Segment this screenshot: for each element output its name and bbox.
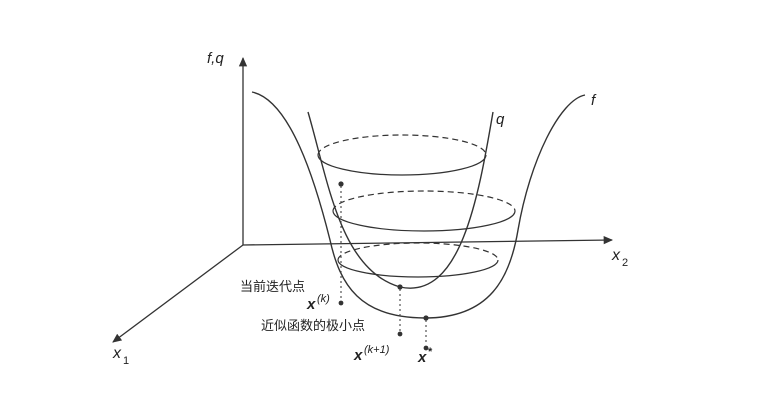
svg-text:x: x [611, 247, 621, 264]
x1-axis [112, 244, 244, 343]
axes [112, 56, 614, 343]
svg-text:(k+1): (k+1) [364, 344, 390, 356]
xk1-label: x (k+1) [353, 344, 390, 364]
xstar-point [423, 345, 429, 351]
xk-point [338, 300, 344, 306]
q-curve-label: q [496, 111, 505, 128]
x1-axis-label: x 1 [112, 345, 129, 367]
xstar-label: x * [417, 346, 433, 366]
xk-label: x (k) [306, 293, 330, 313]
current-iterate-point [338, 181, 344, 187]
projection-lines [340, 186, 427, 345]
contour-ellipses [317, 134, 516, 278]
x2-axis-label: x 2 [611, 247, 628, 269]
x2-axis [242, 235, 614, 246]
svg-text:x: x [417, 349, 427, 366]
ellipse-top-back [317, 134, 487, 156]
ellipse-low-back [337, 242, 499, 261]
f-curve-label: f [591, 92, 597, 109]
points [338, 181, 429, 321]
approx-min-label: 近似函数的极小点 [261, 318, 365, 333]
ellipse-mid-front [332, 210, 516, 232]
ellipse-low-front [337, 259, 499, 278]
svg-text:x: x [112, 345, 122, 362]
svg-text:*: * [428, 346, 433, 358]
f-minimum-point [423, 315, 429, 321]
ellipse-top-front [317, 154, 487, 176]
fq-axis-label: f,q [207, 50, 224, 67]
svg-text:x: x [306, 296, 316, 313]
q-minimum-point [397, 284, 403, 290]
svg-text:x: x [353, 347, 363, 364]
projected-points [338, 300, 429, 351]
svg-text:2: 2 [622, 257, 628, 269]
svg-text:(k): (k) [317, 293, 330, 305]
current-iterate-label: 当前迭代点 [240, 279, 305, 294]
xk1-point [397, 331, 403, 337]
ellipse-mid-back [332, 190, 516, 212]
svg-text:1: 1 [123, 355, 129, 367]
